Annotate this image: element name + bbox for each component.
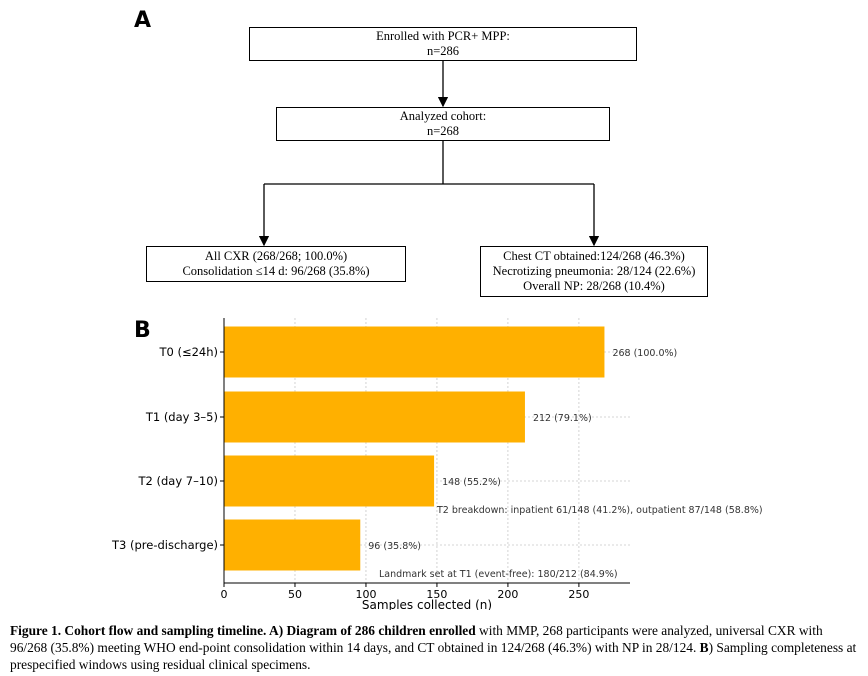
y-tick-label-0: T0 (≤24h) [158, 345, 218, 359]
caption-b-label: B [699, 640, 709, 655]
cxr-box: All CXR (268/268; 100.0%) Consolidation … [146, 246, 406, 282]
panel-a-label: A [134, 8, 152, 33]
flow-connectors [258, 61, 600, 247]
bar-3 [224, 519, 361, 571]
analyzed-title: Analyzed cohort: [399, 109, 487, 123]
analyzed-count: n=268 [426, 124, 460, 138]
ct-box: Chest CT obtained:124/268 (46.3%) Necrot… [480, 246, 708, 297]
caption-body: with MMP, 268 participants were analyzed… [10, 623, 823, 655]
y-tick-label-3: T3 (pre-discharge) [111, 538, 218, 552]
x-tick-label-2: 100 [355, 588, 376, 601]
ct-line1: Chest CT obtained:124/268 (46.3%) [503, 249, 685, 263]
analyzed-box: Analyzed cohort: n=268 [276, 107, 610, 141]
bar-value-label-0: 268 (100.0%) [612, 348, 677, 359]
y-tick-label-2: T2 (day 7–10) [138, 474, 218, 488]
bar-value-label-2: 148 (55.2%) [442, 477, 501, 488]
caption-lead: Figure 1. Cohort flow and sampling timel… [10, 623, 476, 638]
enrolled-box: Enrolled with PCR+ MPP: n=286 [249, 27, 637, 61]
sampling-bar-chart: 268 (100.0%) 212 (79.1%) 148 (55.2%) 96 (35… [111, 318, 763, 610]
cxr-line2: Consolidation ≤14 d: 96/268 (35.8%) [182, 264, 370, 278]
enrolled-count: n=286 [426, 44, 460, 58]
x-tick-label-4: 200 [497, 588, 518, 601]
caption-tail: ) Sampling completeness at prespecified … [10, 640, 857, 672]
x-tick-label-5: 250 [568, 588, 589, 601]
bar-0 [224, 326, 605, 378]
x-tick-label-0: 0 [221, 588, 228, 601]
annotation-t2-breakdown: T2 breakdown: inpatient 61/148 (41.2%), … [436, 505, 763, 516]
bar-1 [224, 391, 525, 443]
bar-2 [224, 455, 435, 507]
bar-value-label-3: 96 (35.8%) [368, 541, 421, 552]
x-axis-title: Samples collected (n) [362, 598, 492, 610]
enrolled-title: Enrolled with PCR+ MPP: [376, 29, 510, 43]
ct-line3: Overall NP: 28/268 (10.4%) [523, 279, 665, 293]
bar-value-label-1: 212 (79.1%) [533, 413, 592, 424]
annotation-landmark: Landmark set at T1 (event-free): 180/212… [379, 569, 618, 580]
panel-b-label: B [134, 318, 151, 343]
ct-line2: Necrotizing pneumonia: 28/124 (22.6%) [492, 264, 696, 278]
cxr-line1: All CXR (268/268; 100.0%) [204, 249, 348, 263]
y-tick-label-1: T1 (day 3–5) [145, 410, 218, 424]
figure-caption: Figure 1. Cohort flow and sampling timel… [10, 622, 862, 673]
x-tick-label-1: 50 [288, 588, 302, 601]
x-tick-label-3: 150 [426, 588, 447, 601]
